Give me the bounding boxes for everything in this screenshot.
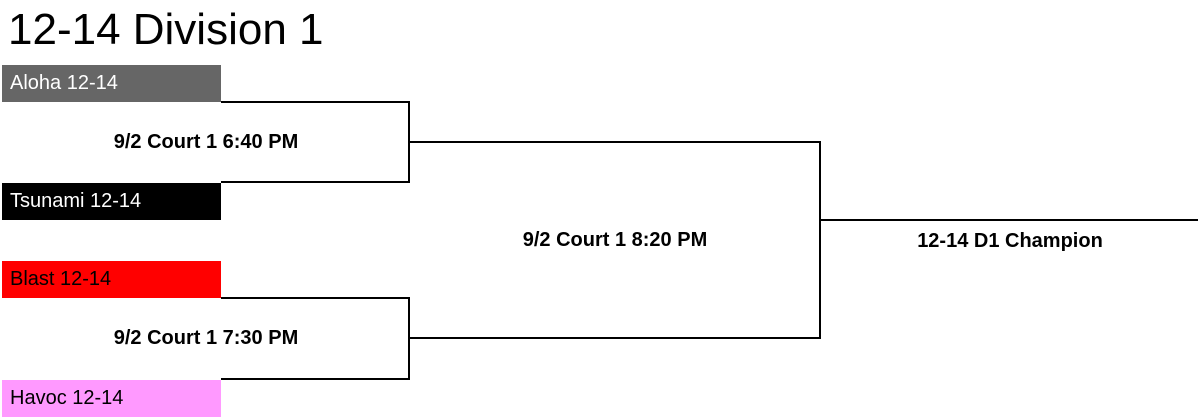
bracket-line-m2-bottom <box>221 378 410 380</box>
bracket-line-m1-bottom <box>221 181 410 183</box>
champion-label: 12-14 D1 Champion <box>917 230 1103 252</box>
match-2-label: 9/2 Court 1 7:30 PM <box>113 327 299 349</box>
team-havoc: Havoc 12-14 <box>2 380 221 417</box>
bracket-line-m1-out <box>408 141 820 143</box>
bracket-line-champion <box>819 219 1198 221</box>
team-tsunami: Tsunami 12-14 <box>2 183 221 220</box>
final-match-label: 9/2 Court 1 8:20 PM <box>522 229 708 251</box>
bracket-line-m2-top <box>221 297 410 299</box>
bracket-line-m2-out <box>408 337 820 339</box>
bracket-line-final-vertical <box>819 141 821 339</box>
bracket-title: 12-14 Division 1 <box>8 5 324 54</box>
bracket-line-m1-top <box>221 101 410 103</box>
match-1-label: 9/2 Court 1 6:40 PM <box>113 131 299 153</box>
team-blast: Blast 12-14 <box>2 261 221 298</box>
team-aloha: Aloha 12-14 <box>2 65 221 102</box>
